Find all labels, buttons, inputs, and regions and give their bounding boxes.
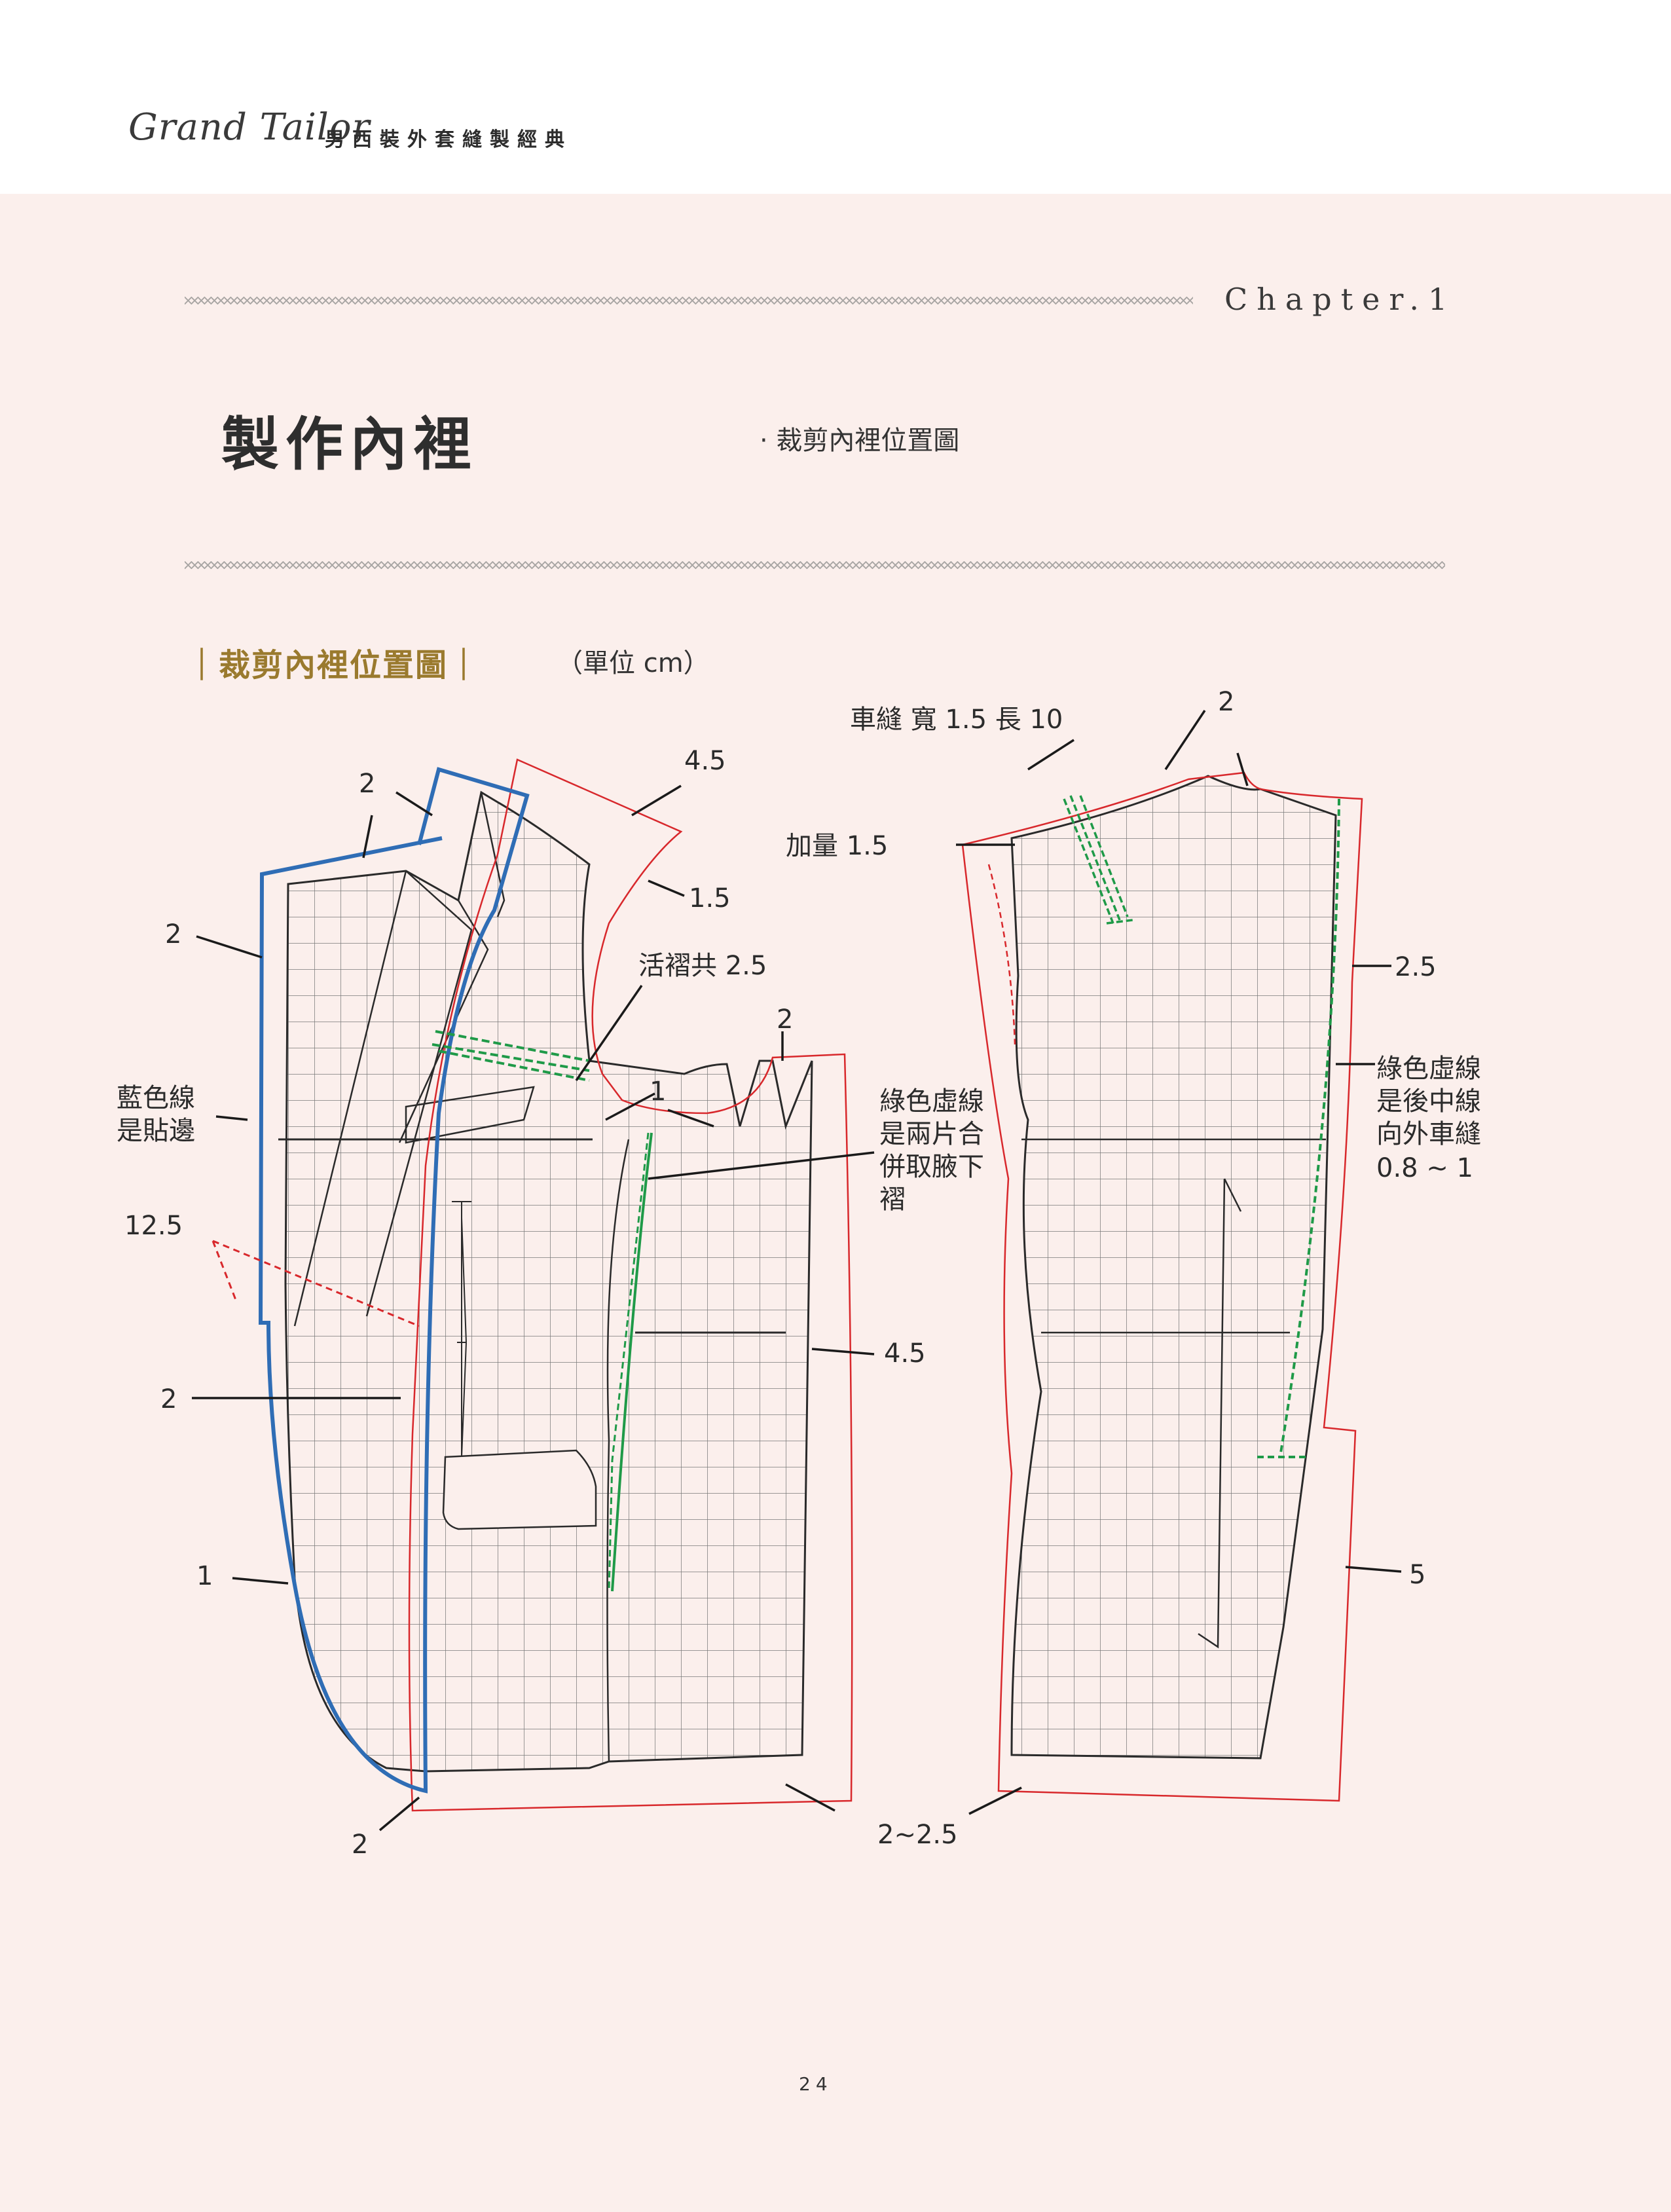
page-number: 24 — [799, 2073, 833, 2095]
label-side-1: 1 — [650, 1077, 666, 1107]
label-back-green-note-3: 向外車縫 — [1376, 1119, 1481, 1149]
label-front-armhole-1-5: 1.5 — [689, 883, 731, 913]
front-lining-outline — [408, 758, 853, 1812]
label-front-bottom-2: 2 — [352, 1830, 368, 1860]
brand-logo: Grand Tailor — [128, 106, 371, 149]
label-front-12-5: 12.5 — [124, 1211, 183, 1241]
decorative-rule-bottom — [185, 561, 1445, 569]
front-12-5-dashed-line — [211, 1240, 420, 1327]
label-side-2: 2 — [777, 1005, 793, 1035]
label-back-top-2: 2 — [1218, 687, 1234, 717]
back-addition-dashed — [987, 864, 1016, 1045]
label-back-add: 加量 1.5 — [786, 831, 888, 861]
label-back-stitch: 車縫 寬 1.5 長 10 — [850, 705, 1063, 735]
section-subtitle: · 裁剪內裡位置圖 — [760, 426, 960, 456]
book-title: 男西裝外套縫製經典 — [325, 128, 572, 151]
label-front-shoulder-4-5: 4.5 — [684, 746, 726, 776]
label-back-5: 5 — [1409, 1560, 1425, 1590]
leader-lines — [192, 710, 1402, 1832]
label-side-4-5: 4.5 — [884, 1338, 926, 1369]
label-front-1: 1 — [196, 1561, 213, 1591]
front-pattern-piece — [278, 790, 813, 1773]
label-front-2-mid: 2 — [160, 1384, 177, 1414]
label-hem-2-2-5: 2~2.5 — [877, 1820, 958, 1850]
label-back-2-5: 2.5 — [1395, 952, 1437, 982]
back-green-guides — [1063, 795, 1340, 1458]
back-lining-outline — [961, 771, 1363, 1802]
figure-heading: ｜裁剪內裡位置圖｜ — [186, 647, 481, 684]
label-back-green-note-2: 是後中線 — [1376, 1086, 1481, 1116]
front-green-guides — [432, 1030, 653, 1592]
section-title: 製作內裡 — [221, 411, 479, 478]
decorative-rule-top — [185, 297, 1193, 304]
label-back-green-note-1: 綠色虛線 — [1376, 1054, 1481, 1084]
label-green-note-4: 褶 — [879, 1185, 906, 1215]
label-blue-note-2: 是貼邊 — [117, 1116, 195, 1146]
label-green-note-1: 綠色虛線 — [879, 1086, 984, 1116]
unit-note: （單位 cm） — [557, 648, 710, 678]
back-pattern-piece — [1010, 775, 1337, 1760]
front-facing-blue-line — [258, 767, 530, 1794]
label-blue-note-1: 藍色線 — [117, 1083, 195, 1113]
label-back-green-note-4: 0.8 ~ 1 — [1376, 1153, 1473, 1183]
header-band: Grand Tailor 男西裝外套縫製經典 — [0, 0, 1671, 194]
chapter-label: Chapter.1 — [1224, 282, 1457, 317]
label-front-top-2: 2 — [359, 769, 375, 799]
label-green-note-2: 是兩片合 — [879, 1119, 984, 1149]
label-pleat-note: 活褶共 2.5 — [638, 951, 767, 981]
label-green-note-3: 併取腋下 — [879, 1152, 984, 1182]
label-front-left-2: 2 — [165, 919, 181, 949]
